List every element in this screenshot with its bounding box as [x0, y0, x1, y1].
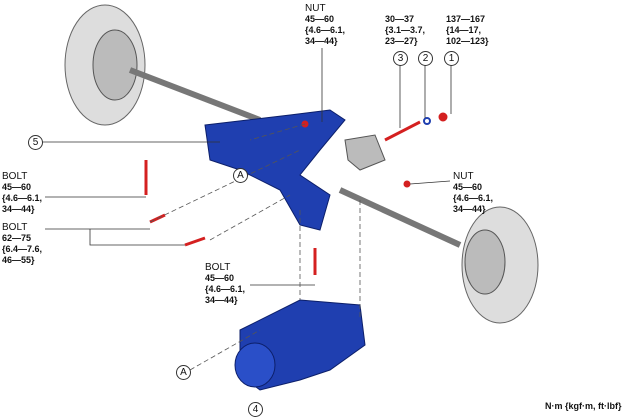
label-value: 45—60 — [305, 14, 335, 24]
leader-lines — [42, 48, 452, 286]
label-value: 45—60 — [453, 182, 483, 192]
label-value: {4.6—6.1, — [2, 193, 43, 203]
nut-top-torque-label: NUT 45—60 {4.6—6.1, 34—44} — [305, 3, 345, 47]
callout-1: 1 — [444, 51, 459, 66]
label-title: BOLT — [2, 222, 28, 233]
label-value: 62—75 — [2, 233, 32, 243]
bolt-left2-torque-label: BOLT 62—75 {6.4—7.6, 46—55} — [2, 222, 42, 266]
label-value: 46—55} — [2, 255, 35, 265]
label-value: 102—123} — [446, 36, 489, 46]
label-title: BOLT — [2, 171, 28, 182]
label-value: 34—44} — [2, 204, 35, 214]
units-legend: N·m {kgf·m, ft·lbf} — [545, 401, 622, 411]
label-title: NUT — [305, 3, 326, 14]
label-value: 45—60 — [205, 273, 235, 283]
callout-a-upper: A — [233, 168, 248, 183]
label-value: 45—60 — [2, 182, 32, 192]
bracket — [344, 134, 386, 171]
label-value: 30—37 — [385, 14, 415, 24]
label-value: {4.6—6.1, — [305, 25, 346, 35]
part1-torque-label: 137—167 {14—17, 102—123} — [446, 14, 489, 47]
callout-a-lower: A — [176, 365, 191, 380]
label-value: 34—44} — [453, 204, 486, 214]
part3-torque-label: 30—37 {3.1—3.7, 23—27} — [385, 14, 425, 47]
label-value: 137—167 — [446, 14, 486, 24]
callout-4: 4 — [248, 402, 263, 417]
label-value: {4.6—6.1, — [453, 193, 494, 203]
bolt-left-torque-label: BOLT 45—60 {4.6—6.1, 34—44} — [2, 171, 42, 215]
label-value: {4.6—6.1, — [205, 284, 246, 294]
left-hub-assembly — [64, 4, 262, 126]
crossmember — [204, 109, 346, 231]
label-value: 34—44} — [205, 295, 238, 305]
label-value: {14—17, — [446, 25, 482, 35]
nut-right-torque-label: NUT 45—60 {4.6—6.1, 34—44} — [453, 171, 493, 215]
label-title: BOLT — [205, 262, 231, 273]
callout-3: 3 — [393, 51, 408, 66]
label-value: {6.4—7.6, — [2, 244, 43, 254]
callout-2: 2 — [418, 51, 433, 66]
dashed-guides — [149, 123, 361, 371]
right-hub-assembly — [338, 187, 539, 324]
label-value: {3.1—3.7, — [385, 25, 426, 35]
callout-5: 5 — [28, 135, 43, 150]
label-title: NUT — [453, 171, 474, 182]
label-value: 34—44} — [305, 36, 338, 46]
bolt-mid-torque-label: BOLT 45—60 {4.6—6.1, 34—44} — [205, 262, 245, 306]
label-value: 23—27} — [385, 36, 418, 46]
